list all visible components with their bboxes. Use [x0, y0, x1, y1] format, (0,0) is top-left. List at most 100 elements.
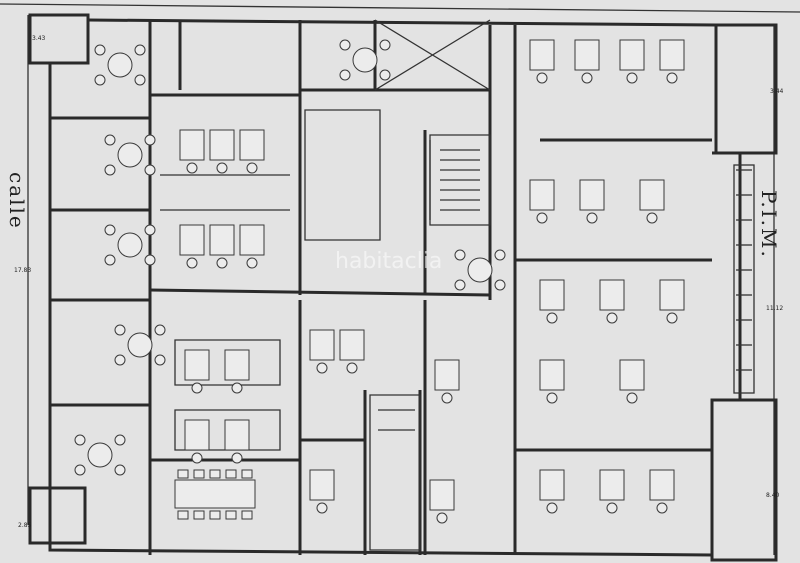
chair: [154, 324, 166, 336]
chair: [546, 502, 558, 514]
counter-segments: [736, 169, 752, 371]
chair: [441, 392, 453, 404]
chair: [94, 44, 106, 56]
chair: [581, 72, 593, 84]
round-table: [107, 52, 133, 78]
desk: [179, 224, 205, 256]
dim-right-bottom: 8.40: [766, 492, 780, 499]
chair: [144, 134, 156, 146]
desk: [619, 359, 645, 391]
chair: [246, 162, 258, 174]
furniture: [74, 39, 685, 524]
desk: [619, 39, 645, 71]
round-table: [87, 442, 113, 468]
chair: [546, 312, 558, 324]
chair: [546, 392, 558, 404]
chair: [144, 224, 156, 236]
chair: [494, 279, 506, 291]
street-left-label: calle: [5, 172, 29, 230]
chair: [454, 279, 466, 291]
desk: [599, 279, 625, 311]
dim-right-middle: 11.12: [766, 305, 783, 312]
chair: [606, 312, 618, 324]
chair: [104, 224, 116, 236]
chair: [436, 512, 448, 524]
chair: [177, 469, 189, 479]
desk: [209, 224, 235, 256]
conference-table: [174, 479, 256, 509]
chair: [209, 510, 221, 520]
watermark: habitaclia: [335, 249, 442, 274]
chair: [316, 362, 328, 374]
chair: [193, 469, 205, 479]
chair: [231, 382, 243, 394]
chair: [494, 249, 506, 261]
chair: [346, 362, 358, 374]
chair: [191, 452, 203, 464]
chair: [225, 469, 237, 479]
chair: [246, 257, 258, 269]
desk: [529, 39, 555, 71]
desk: [574, 39, 600, 71]
desk: [239, 224, 265, 256]
chair: [186, 162, 198, 174]
chair: [339, 69, 351, 81]
chair: [379, 39, 391, 51]
top-left-block: [28, 13, 90, 65]
chair: [177, 510, 189, 520]
chair: [114, 324, 126, 336]
chair: [379, 69, 391, 81]
desk: [209, 129, 235, 161]
desk: [434, 359, 460, 391]
chair: [316, 502, 328, 514]
interior-walls: [50, 19, 712, 555]
chair: [114, 354, 126, 366]
chair: [114, 464, 126, 476]
chair: [216, 257, 228, 269]
chair: [536, 212, 548, 224]
chair: [626, 72, 638, 84]
chair: [114, 434, 126, 446]
desk: [539, 359, 565, 391]
chair: [154, 354, 166, 366]
chair: [231, 452, 243, 464]
chair: [606, 502, 618, 514]
right-side-counter: [733, 164, 755, 394]
chair: [144, 164, 156, 176]
chair: [74, 434, 86, 446]
chair: [225, 510, 237, 520]
chair: [666, 312, 678, 324]
chair: [454, 249, 466, 261]
desk: [184, 419, 210, 451]
round-table: [117, 142, 143, 168]
chair: [191, 382, 203, 394]
chair: [193, 510, 205, 520]
chair: [104, 134, 116, 146]
chair: [186, 257, 198, 269]
dim-right-top: 3.44: [770, 88, 784, 95]
dim-left-bottom: 2.85: [18, 522, 32, 529]
chair: [104, 164, 116, 176]
desk: [639, 179, 665, 211]
desk: [599, 469, 625, 501]
dim-left-total: 17.83: [14, 267, 31, 274]
desk: [539, 279, 565, 311]
desk: [579, 179, 605, 211]
desk: [659, 279, 685, 311]
chair: [104, 254, 116, 266]
chair: [241, 510, 253, 520]
chair: [339, 39, 351, 51]
desk: [179, 129, 205, 161]
desk: [309, 329, 335, 361]
chair: [626, 392, 638, 404]
desk: [529, 179, 555, 211]
round-table: [127, 332, 153, 358]
dim-left-top: 3.43: [32, 35, 46, 42]
desk: [184, 349, 210, 381]
chair: [241, 469, 253, 479]
chair: [646, 212, 658, 224]
chair: [666, 72, 678, 84]
desk: [239, 129, 265, 161]
